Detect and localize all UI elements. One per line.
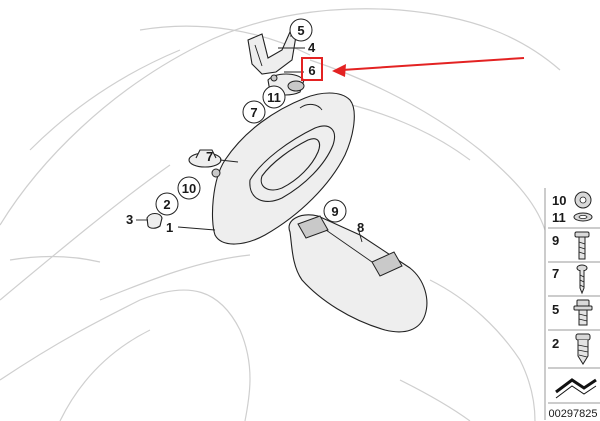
callout-1: 1 [166, 220, 173, 235]
washer-icon [573, 191, 593, 222]
callout-6-highlighted: 6 [301, 57, 323, 81]
legend-item-10: 10 [552, 193, 566, 208]
callout-4: 4 [308, 40, 316, 55]
svg-text:9: 9 [552, 233, 559, 248]
svg-text:6: 6 [308, 63, 315, 78]
highlight-arrow [332, 57, 525, 77]
sun-visor-part-8 [288, 214, 428, 333]
callout-10: 10 [177, 176, 201, 200]
callout-3: 3 [126, 212, 133, 227]
svg-text:7: 7 [250, 105, 257, 120]
callout-11: 11 [262, 85, 286, 109]
bracket-part-5 [247, 31, 297, 75]
cap-part-3 [146, 212, 163, 229]
diagram-number: 00297825 [549, 408, 598, 420]
svg-text:2: 2 [552, 336, 559, 351]
callout-9: 9 [323, 199, 347, 223]
svg-text:11: 11 [267, 90, 281, 105]
callout-2: 2 [155, 192, 179, 216]
svg-text:11: 11 [552, 210, 566, 225]
svg-text:5: 5 [297, 23, 304, 38]
svg-text:9: 9 [331, 204, 338, 219]
flange-screw-icon [573, 299, 593, 326]
legend-item-7: 7 [552, 264, 588, 295]
direction-symbol-icon [555, 378, 597, 399]
hardware-legend: 10 11 9 7 [544, 188, 600, 420]
svg-text:10: 10 [182, 181, 196, 196]
svg-text:5: 5 [552, 302, 559, 317]
callout-7-top: 7 [242, 100, 266, 124]
svg-text:2: 2 [163, 197, 170, 212]
svg-text:10: 10 [552, 193, 566, 208]
screw-icon [576, 264, 588, 295]
callout-7-mount: 7 [206, 149, 213, 164]
callout-5: 5 [289, 18, 313, 42]
svg-text:7: 7 [552, 266, 559, 281]
bolt-icon [574, 231, 590, 260]
visor-mount-part-7 [188, 149, 239, 178]
legend-item-5: 5 [552, 299, 593, 326]
wood-screw-icon [575, 333, 591, 365]
sun-visor-part-1 [211, 92, 355, 245]
legend-item-9: 9 [552, 231, 590, 260]
legend-item-11: 11 [552, 210, 566, 225]
callout-8: 8 [357, 220, 364, 235]
legend-item-2: 2 [552, 333, 591, 365]
leader-lines [136, 35, 363, 243]
